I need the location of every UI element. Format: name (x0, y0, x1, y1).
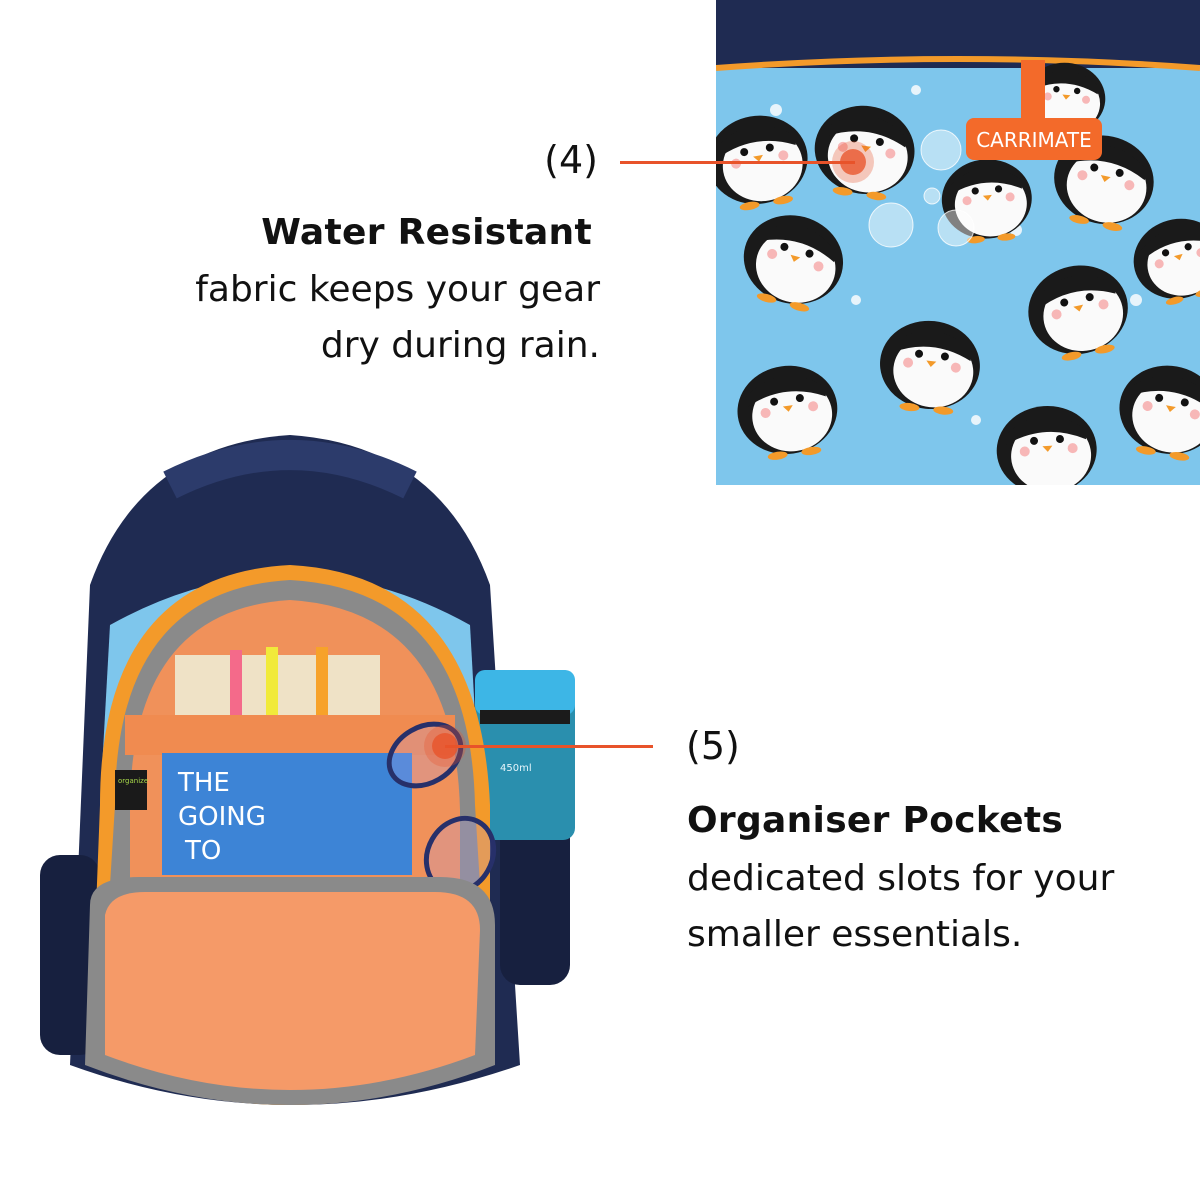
backpack-photo: 450ml organize THE GOING TO (30, 425, 620, 1155)
feature-5-description-line: dedicated slots for your (687, 858, 1115, 899)
feature-5-number: (5) (686, 724, 740, 768)
feature-5-title: Organiser Pockets (687, 800, 1064, 841)
feature-5-description: dedicated slots for your smaller essenti… (687, 851, 1114, 963)
feature-4-description-line: fabric keeps your gear (195, 269, 600, 310)
fabric-closeup-photo: CARRIMATE (716, 0, 1200, 485)
organizer-tag-text: organize (118, 777, 148, 785)
brand-tag (966, 118, 1102, 160)
feature-4-number: (4) (544, 138, 598, 182)
feature-4-title: Water Resistant (261, 212, 592, 253)
feature-4-description: fabric keeps your gear dry during rain. (195, 262, 600, 374)
feature-5-description-line: smaller essentials. (687, 914, 1023, 955)
book-title-line: THE (177, 768, 230, 798)
book-title-line: GOING (178, 802, 266, 832)
book-title-line: TO (184, 836, 221, 866)
feature-4-leader-line (620, 161, 855, 164)
feature-5-leader-line (445, 745, 653, 748)
feature-4-marker-dot (840, 149, 866, 175)
bottle-capacity-text: 450ml (500, 763, 532, 774)
feature-4-description-line: dry during rain. (320, 325, 600, 366)
brand-tag-text: CARRIMATE (976, 128, 1092, 152)
